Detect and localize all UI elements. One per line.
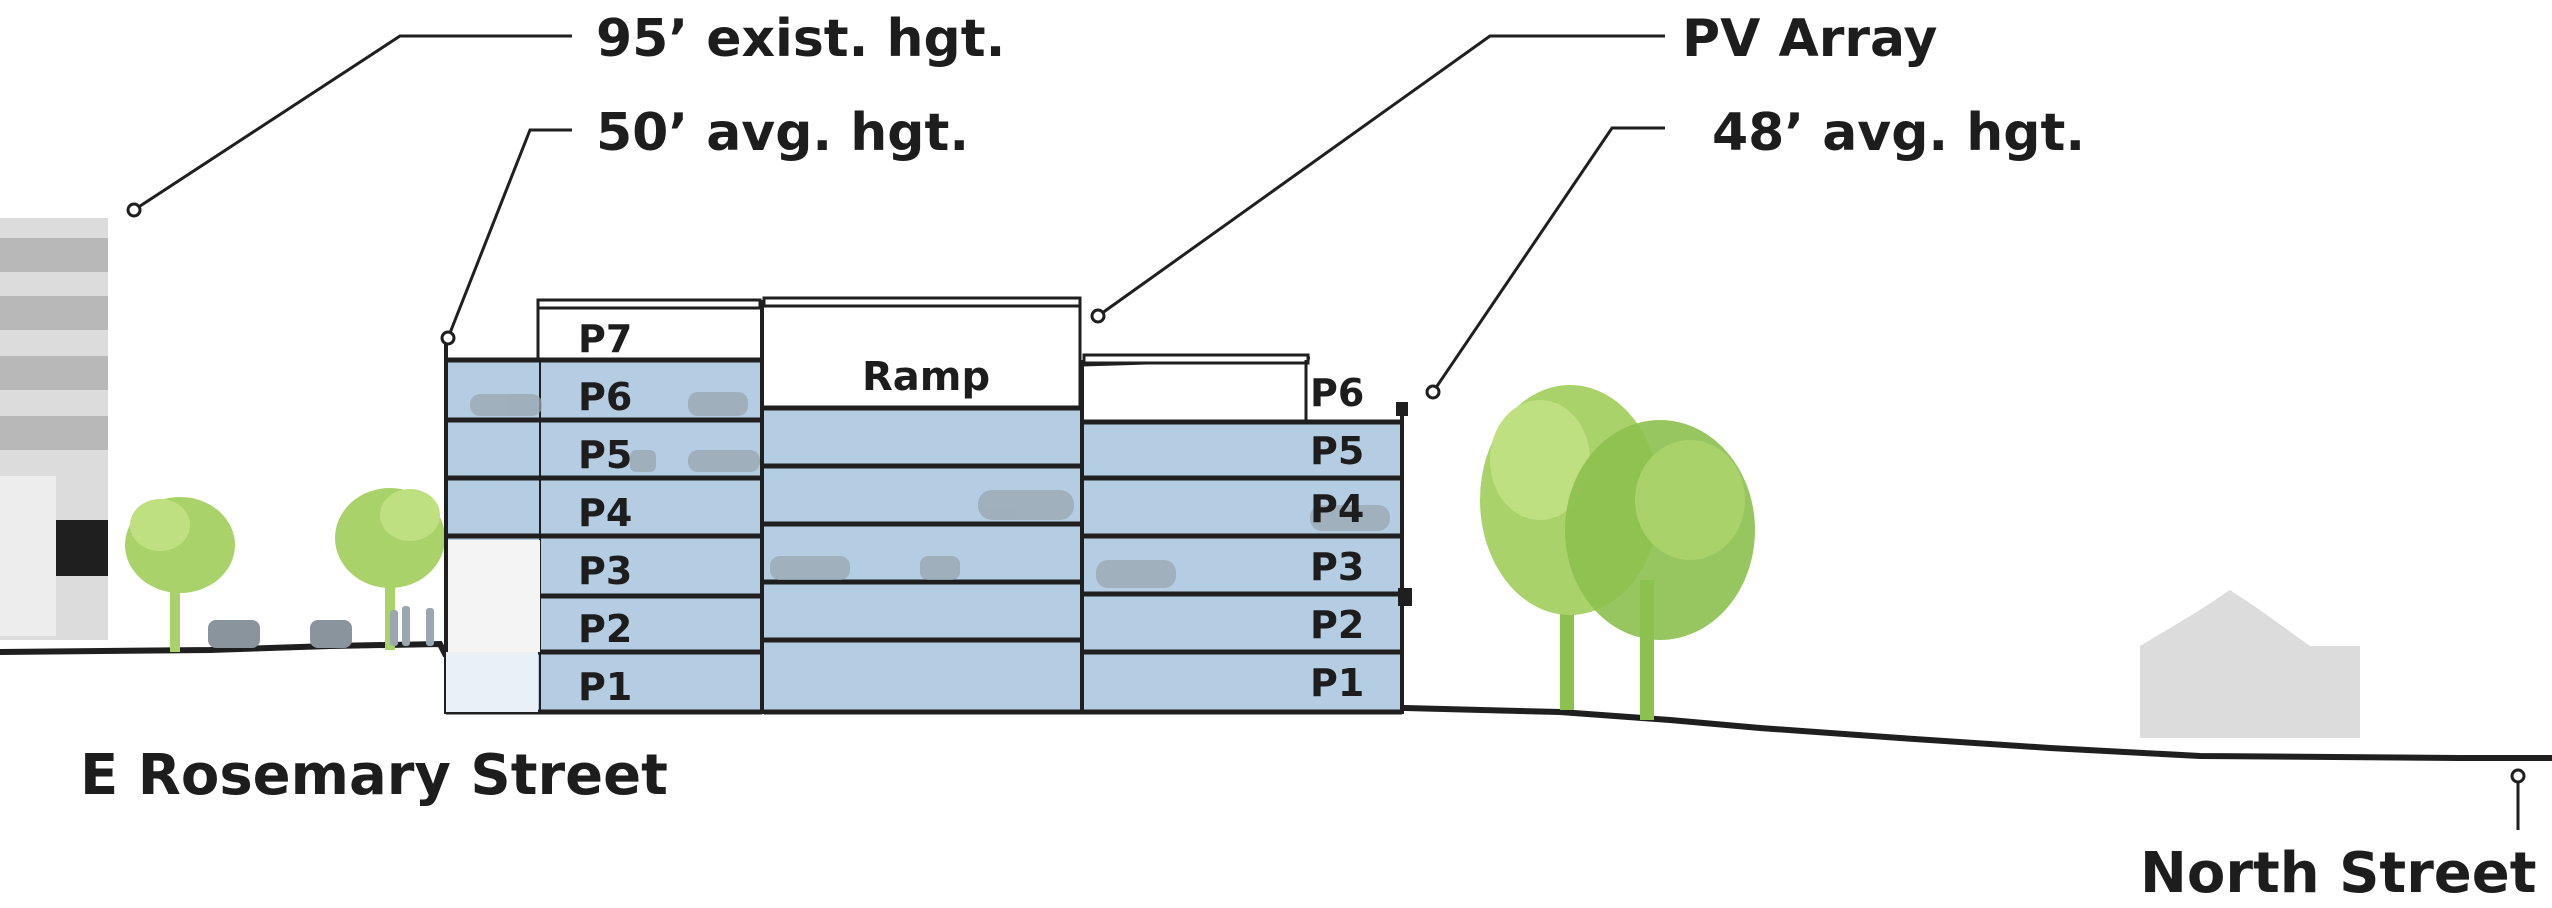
right-level-label: P3	[1310, 545, 1364, 589]
left-level-label: P6	[578, 375, 632, 419]
right-level-label: P2	[1310, 603, 1364, 647]
right-parking-block	[1080, 353, 1412, 715]
left-parking-block	[444, 298, 764, 715]
street-label-left: E Rosemary Street	[80, 743, 668, 808]
left-level-label: P4	[578, 491, 632, 535]
tree-large-right-2	[1565, 420, 1755, 720]
left-level-label: P2	[578, 607, 632, 651]
avg-height-left-label: 50’ avg. hgt.	[596, 103, 969, 163]
ramp-label: Ramp	[862, 354, 990, 400]
street-tree-left-1	[125, 497, 235, 652]
leader-dots	[126, 202, 2526, 784]
ramp-block	[761, 296, 1082, 715]
left-level-label: P3	[578, 549, 632, 593]
right-level-label: P1	[1310, 661, 1364, 705]
house-silhouette	[2140, 590, 2360, 738]
left-level-label: P7	[578, 317, 632, 361]
left-level-label: P1	[578, 665, 632, 709]
street-vehicles-left	[208, 620, 352, 648]
left-level-label: P5	[578, 433, 632, 477]
avg-height-right-label: 48’ avg. hgt.	[1712, 103, 2085, 163]
street-tree-left-2	[335, 488, 445, 650]
right-level-label: P5	[1310, 429, 1364, 473]
right-level-label: P6	[1310, 371, 1364, 415]
existing-building	[0, 218, 108, 640]
existing-height-label: 95’ exist. hgt.	[596, 9, 1005, 69]
right-level-label: P4	[1310, 487, 1364, 531]
street-label-right: North Street	[2140, 841, 2537, 906]
pv-array-label: PV Array	[1682, 9, 1937, 69]
leader-lines	[133, 34, 2520, 830]
